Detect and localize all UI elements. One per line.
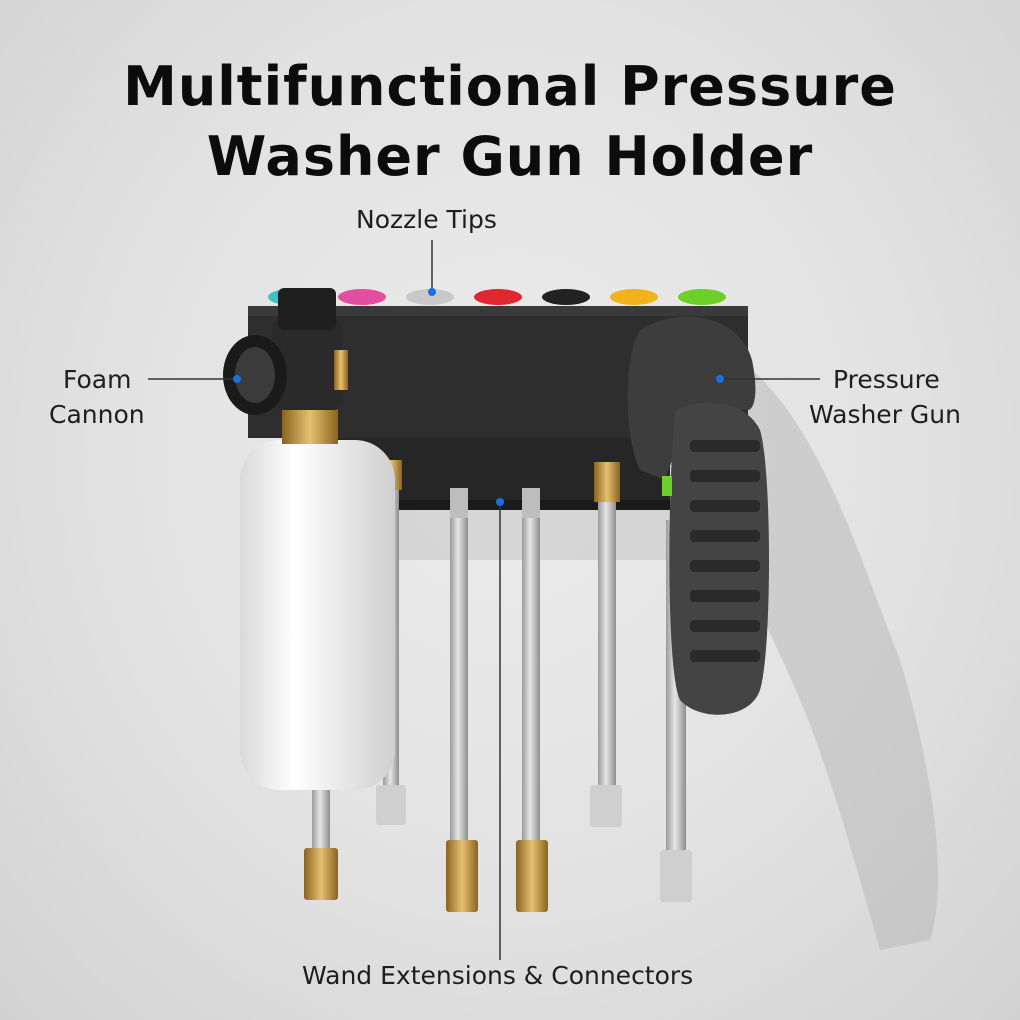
foam-cannon-label: Foam Cannon	[30, 362, 230, 432]
gun-label-line-2: Washer Gun	[809, 400, 961, 429]
foam-cannon	[223, 288, 395, 790]
title-line-2: Washer Gun Holder	[206, 125, 814, 188]
page-title: Multifunctional Pressure Washer Gun Hold…	[0, 52, 1020, 192]
foam-cannon-label-line-2: Cannon	[49, 400, 145, 429]
gun-shadow	[740, 360, 939, 950]
wand-extensions-label: Wand Extensions & Connectors	[302, 961, 694, 990]
callout-markers	[148, 240, 820, 960]
nozzle-tips-label: Nozzle Tips	[356, 205, 497, 234]
pressure-washer-gun	[627, 316, 769, 715]
pressure-washer-gun-label: Pressure Washer Gun	[806, 362, 1006, 432]
gun-label-line-1: Pressure	[833, 365, 940, 394]
title-line-1: Multifunctional Pressure	[123, 55, 897, 118]
nozzle-tips	[268, 289, 726, 305]
foam-cannon-label-line-1: Foam	[63, 365, 132, 394]
